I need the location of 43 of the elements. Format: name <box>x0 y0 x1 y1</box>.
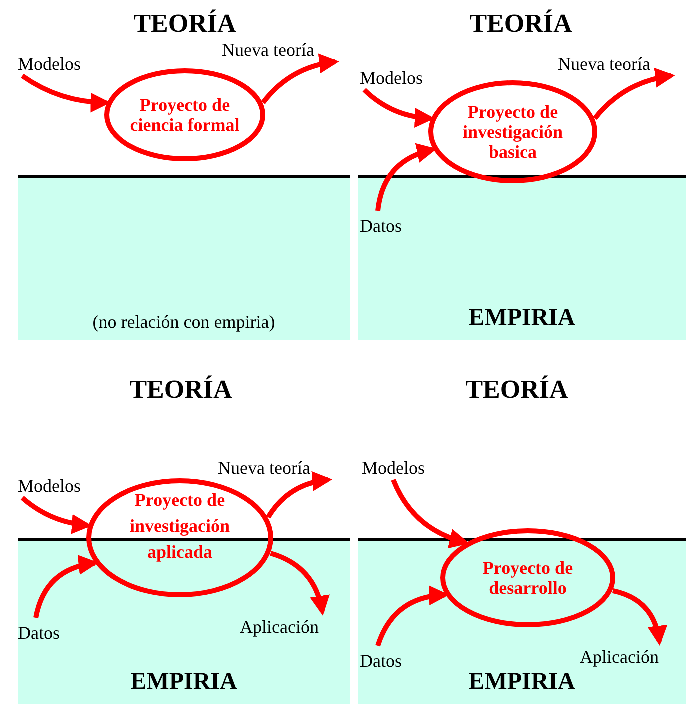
flow-label: Aplicación <box>240 615 350 639</box>
project-label: Proyecto de ciencia formal <box>129 95 241 135</box>
arrow <box>362 88 435 128</box>
section-title: TEORÍA <box>128 374 234 406</box>
region-label: EMPIRIA <box>468 668 576 697</box>
region-label: EMPIRIA <box>468 304 576 333</box>
arrow <box>612 588 667 646</box>
flow-label: Datos <box>18 621 78 645</box>
region-label: (no relación con empiria) <box>92 311 276 334</box>
arrow <box>376 144 437 212</box>
empiria-region <box>358 175 686 340</box>
flow-label: Modelos <box>360 66 450 90</box>
flow-label: Nueva teoría <box>222 38 348 62</box>
arrow <box>376 586 450 647</box>
flow-label: Modelos <box>362 456 452 480</box>
project-ellipse <box>86 478 274 598</box>
empiria-region <box>358 538 686 704</box>
arrow <box>34 556 99 619</box>
section-title: TEORÍA <box>468 8 574 40</box>
section-title: TEORÍA <box>464 374 570 406</box>
flow-label: Datos <box>360 649 420 673</box>
flow-label: Datos <box>360 214 420 238</box>
project-ellipse <box>440 528 616 628</box>
project-label: Proyecto de desarrollo <box>482 558 574 598</box>
project-label: Proyecto de investigación aplicada <box>128 489 231 564</box>
arrow <box>593 68 676 120</box>
project-label: Proyecto de investigación basica <box>462 102 564 162</box>
section-title: TEORÍA <box>132 8 238 40</box>
flow-label: Modelos <box>18 52 108 76</box>
region-label: EMPIRIA <box>130 668 238 697</box>
arrow <box>270 551 330 616</box>
arrow <box>21 74 111 112</box>
project-ellipse <box>428 80 598 184</box>
project-ellipse <box>104 68 266 162</box>
arrow <box>261 54 340 104</box>
flow-label: Modelos <box>18 474 108 498</box>
empiria-region <box>18 175 350 340</box>
flow-label: Nueva teoría <box>558 52 684 76</box>
flow-label: Aplicación <box>580 645 686 669</box>
flow-label: Nueva teoría <box>218 456 348 480</box>
empiria-region <box>18 538 350 704</box>
arrow <box>266 472 332 519</box>
arrow <box>391 479 470 548</box>
